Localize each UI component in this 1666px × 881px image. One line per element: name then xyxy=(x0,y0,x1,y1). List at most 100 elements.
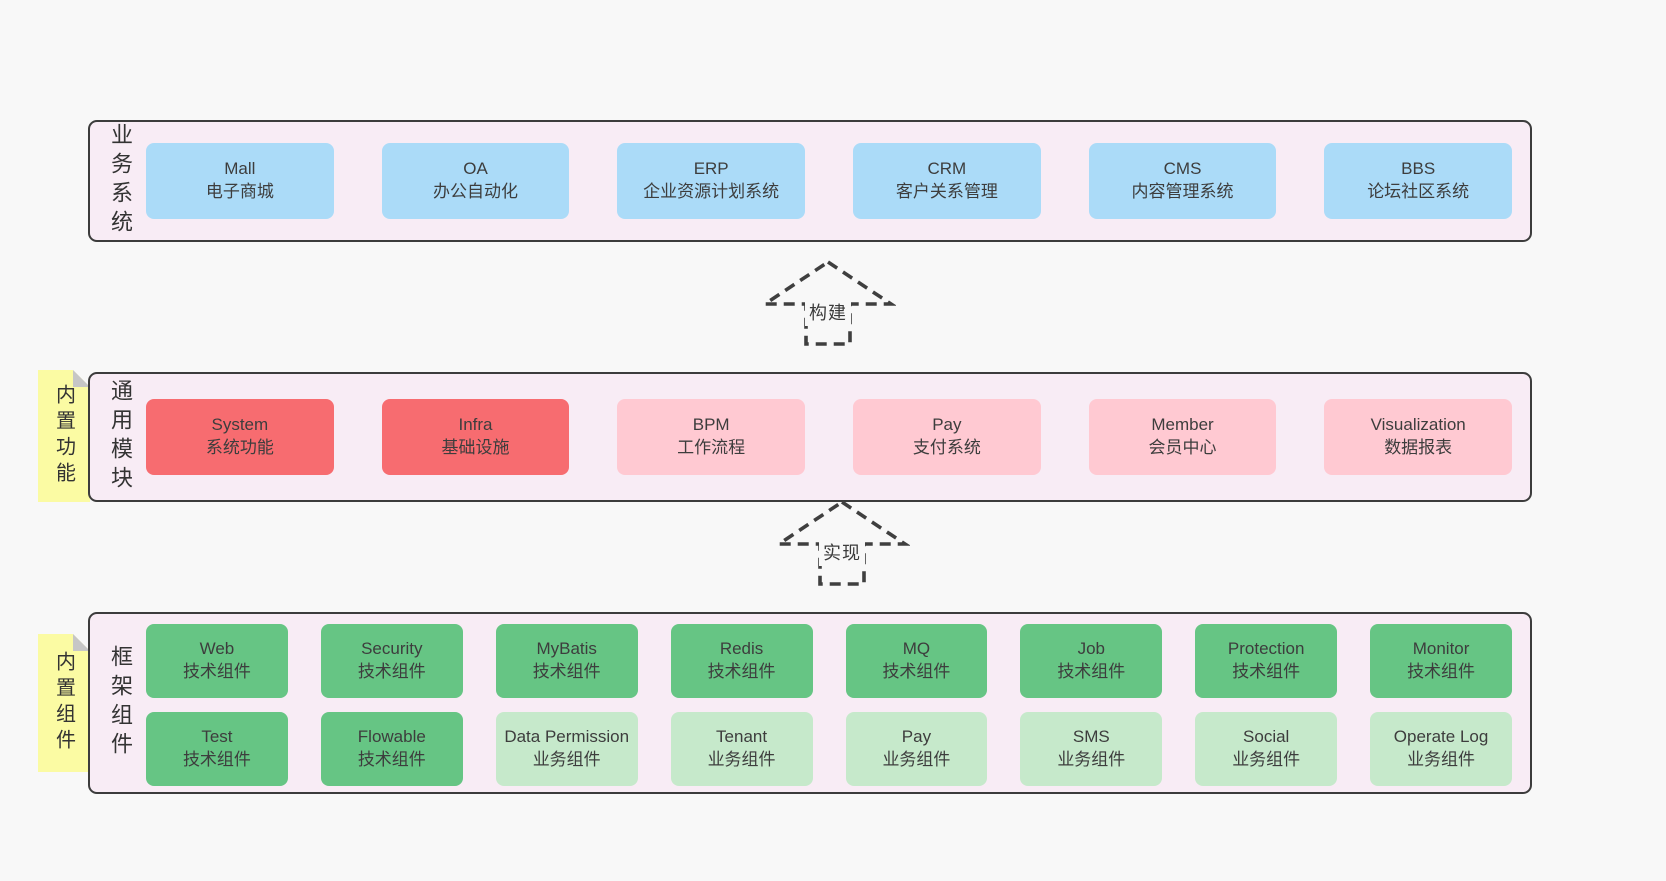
component-title: Job xyxy=(1077,639,1106,659)
component-box-mq: MQ 技术组件 xyxy=(845,624,988,698)
component-title: Redis xyxy=(719,639,764,659)
component-box-operate-log: Operate Log 业务组件 xyxy=(1370,712,1512,786)
arrow-label-implement: 实现 xyxy=(819,538,865,566)
component-title: Test xyxy=(201,727,233,747)
module-box-infra: Infra 基础设施 xyxy=(381,399,570,475)
module-title: Mall xyxy=(224,159,256,179)
module-subtitle: 内容管理系统 xyxy=(1131,182,1234,201)
module-box-pay: Pay 支付系统 xyxy=(853,399,1041,475)
component-title: Social xyxy=(1243,727,1290,747)
sticky-note-label: 内置组件 xyxy=(52,651,75,755)
component-subtitle: 业务组件 xyxy=(1232,750,1301,769)
component-title: MQ xyxy=(902,639,931,659)
arrow-label-build: 构建 xyxy=(805,298,851,326)
band-label-business-systems: 业务系统 xyxy=(108,123,133,239)
module-box-oa: OA 办公自动化 xyxy=(381,143,570,219)
module-subtitle: 办公自动化 xyxy=(433,182,518,201)
module-box-crm: CRM 客户关系管理 xyxy=(853,143,1041,219)
module-subtitle: 电子商城 xyxy=(205,182,274,201)
component-title: Pay xyxy=(901,727,932,747)
component-subtitle: 业务组件 xyxy=(1057,750,1126,769)
component-title: Security xyxy=(361,639,423,659)
component-subtitle: 技术组件 xyxy=(1232,662,1301,681)
component-box-tenant: Tenant 业务组件 xyxy=(670,712,813,786)
module-box-bbs: BBS 论坛社区系统 xyxy=(1324,143,1513,219)
module-title: BPM xyxy=(692,415,730,435)
module-title: Member xyxy=(1151,415,1214,435)
sticky-note-builtin-features: 内置功能 xyxy=(38,370,90,502)
component-box-test: Test 技术组件 xyxy=(146,712,288,786)
component-title: Data Permission xyxy=(504,727,630,747)
component-box-protection: Protection 技术组件 xyxy=(1195,624,1338,698)
component-box-pay: Pay 业务组件 xyxy=(845,712,988,786)
module-box-system: System 系统功能 xyxy=(146,399,334,475)
component-box-social: Social 业务组件 xyxy=(1195,712,1338,786)
dashed-up-arrow-icon xyxy=(774,499,910,586)
component-subtitle: 技术组件 xyxy=(357,662,426,681)
component-title: Tenant xyxy=(716,727,768,747)
module-subtitle: 客户关系管理 xyxy=(895,182,998,201)
module-subtitle: 数据报表 xyxy=(1384,438,1453,457)
component-subtitle: 技术组件 xyxy=(182,662,251,681)
module-title: System xyxy=(211,415,269,435)
component-subtitle: 业务组件 xyxy=(707,750,776,769)
module-box-cms: CMS 内容管理系统 xyxy=(1088,143,1277,219)
dashed-up-arrow-icon xyxy=(760,259,896,346)
module-title: Pay xyxy=(932,415,962,435)
component-subtitle: 技术组件 xyxy=(532,662,601,681)
module-subtitle: 论坛社区系统 xyxy=(1367,182,1470,201)
component-subtitle: 业务组件 xyxy=(882,750,951,769)
component-subtitle: 技术组件 xyxy=(1407,662,1476,681)
band-label-common-modules: 通用模块 xyxy=(108,379,133,495)
component-subtitle: 技术组件 xyxy=(1057,662,1126,681)
module-subtitle: 企业资源计划系统 xyxy=(643,182,780,201)
module-title: CMS xyxy=(1163,159,1202,179)
component-subtitle: 技术组件 xyxy=(357,750,426,769)
component-title: Flowable xyxy=(357,727,426,747)
component-box-web: Web 技术组件 xyxy=(146,624,288,698)
component-box-security: Security 技术组件 xyxy=(320,624,463,698)
module-box-mall: Mall 电子商城 xyxy=(146,143,334,219)
module-subtitle: 系统功能 xyxy=(205,438,274,457)
band-business-systems: 业务系统 Mall 电子商城 OA 办公自动化 ERP 企业资源计划系统 CRM… xyxy=(88,120,1532,242)
component-title: Operate Log xyxy=(1393,727,1489,747)
module-subtitle: 支付系统 xyxy=(912,438,981,457)
band-common-modules: 通用模块 System 系统功能 Infra 基础设施 BPM 工作流程 Pay… xyxy=(88,372,1532,502)
component-subtitle: 技术组件 xyxy=(707,662,776,681)
module-title: ERP xyxy=(693,159,729,179)
component-title: SMS xyxy=(1072,727,1110,747)
module-title: CRM xyxy=(927,159,967,179)
up-arrow-build: 构建 xyxy=(760,258,896,348)
component-subtitle: 业务组件 xyxy=(532,750,601,769)
module-box-erp: ERP 企业资源计划系统 xyxy=(617,143,806,219)
component-box-data-permission: Data Permission 业务组件 xyxy=(495,712,638,786)
band-framework-components: 框架组件 Web 技术组件 Security 技术组件 MyBatis 技术组件… xyxy=(88,612,1532,794)
component-box-sms: SMS 业务组件 xyxy=(1020,712,1163,786)
sticky-note-builtin-components: 内置组件 xyxy=(38,634,90,772)
module-subtitle: 工作流程 xyxy=(677,438,746,457)
component-box-monitor: Monitor 技术组件 xyxy=(1370,624,1512,698)
component-subtitle: 业务组件 xyxy=(1407,750,1476,769)
module-title: OA xyxy=(463,159,488,179)
module-title: BBS xyxy=(1401,159,1436,179)
component-box-mybatis: MyBatis 技术组件 xyxy=(495,624,638,698)
common-box-row: System 系统功能 Infra 基础设施 BPM 工作流程 Pay 支付系统… xyxy=(146,374,1513,500)
module-subtitle: 基础设施 xyxy=(441,438,510,457)
band-label-framework-components: 框架组件 xyxy=(108,645,133,761)
component-title: Web xyxy=(199,639,235,659)
framework-grid: Web 技术组件 Security 技术组件 MyBatis 技术组件 Redi… xyxy=(146,624,1512,786)
module-box-visualization: Visualization 数据报表 xyxy=(1324,399,1513,475)
component-title: MyBatis xyxy=(536,639,597,659)
component-subtitle: 技术组件 xyxy=(882,662,951,681)
component-box-flowable: Flowable 技术组件 xyxy=(320,712,463,786)
component-title: Protection xyxy=(1227,639,1305,659)
module-box-member: Member 会员中心 xyxy=(1088,399,1277,475)
component-box-redis: Redis 技术组件 xyxy=(670,624,813,698)
module-title: Infra xyxy=(458,415,493,435)
module-subtitle: 会员中心 xyxy=(1148,438,1217,457)
business-box-row: Mall 电子商城 OA 办公自动化 ERP 企业资源计划系统 CRM 客户关系… xyxy=(146,122,1513,240)
component-title: Monitor xyxy=(1412,639,1470,659)
sticky-note-label: 内置功能 xyxy=(52,384,75,488)
module-title: Visualization xyxy=(1370,415,1466,435)
